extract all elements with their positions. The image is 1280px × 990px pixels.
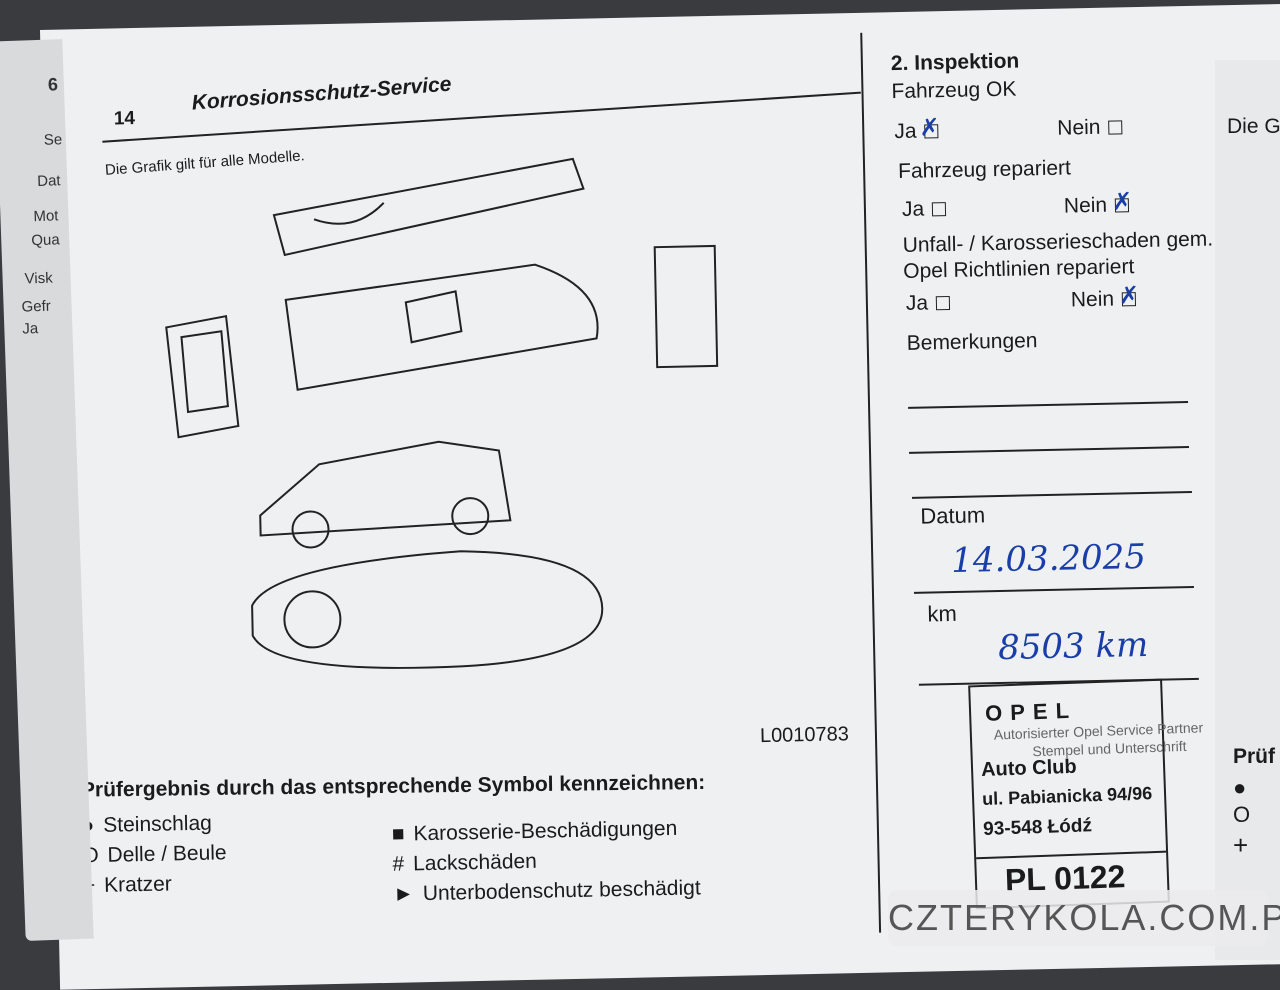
check-mark-icon: ✗ [1118, 282, 1140, 310]
car-wheel [291, 510, 330, 549]
car-roof-view [272, 157, 585, 257]
stamp-divider [976, 850, 1167, 860]
legend-label: Lackschäden [412, 849, 538, 876]
date-value[interactable]: 14.03.2025 [950, 536, 1147, 582]
remarks-line [909, 446, 1189, 454]
stamp-city: 93-548 Łódź [982, 815, 1093, 841]
legend-title: Prüfergebnis durch das entsprechende Sym… [80, 770, 706, 802]
q2-yes-checkbox[interactable] [932, 202, 947, 217]
column-divider [860, 32, 882, 933]
q2-yes-label: Ja [901, 197, 925, 221]
km-label: km [927, 600, 958, 627]
stamp-street: ul. Pabianicka 94/96 [981, 783, 1153, 810]
remarks-label: Bemerkungen [906, 329, 1038, 355]
left-page-number: 6 [47, 74, 59, 95]
legend-label: Unterbodenschutz beschädigt [422, 876, 701, 906]
car-rear-view [653, 244, 719, 369]
right-symbol: + [1233, 830, 1249, 860]
left-fragment: Gefr [21, 297, 52, 316]
left-fragment: Qua [30, 231, 60, 250]
q1-no-checkbox[interactable] [1108, 120, 1123, 136]
stamp-name: Auto Club [980, 755, 1077, 782]
left-fragment: Dat [36, 172, 61, 191]
service-page: 14 Korrosionsschutz-Service Die Grafik g… [40, 3, 1280, 990]
spare-wheel-well [283, 590, 342, 649]
q3-no-checkbox[interactable]: ✗ [1119, 282, 1140, 309]
left-fragment: Ja [22, 320, 39, 338]
right-fragment: Prüf [1233, 745, 1275, 768]
date-line [913, 585, 1194, 594]
remarks-line [911, 490, 1192, 499]
q3-yes-label: Ja [905, 291, 929, 315]
q2-label: Fahrzeug repariert [897, 156, 1072, 184]
dealer-stamp: OPEL Autorisierter Opel Service Partner … [968, 678, 1203, 910]
legend-label: Kratzer [103, 872, 172, 897]
left-fragment: Visk [24, 269, 53, 288]
date-label: Datum [920, 502, 986, 529]
right-symbol: ● [1233, 775, 1247, 800]
q3-no-label: Nein [1070, 287, 1115, 312]
watermark: CZTERYKOLA.COM.PL [888, 890, 1280, 946]
q3-yes-checkbox[interactable] [935, 296, 951, 311]
q3-label: Unfall- / Karosserieschaden gem. [902, 227, 1214, 257]
page-title: Korrosionsschutz-Service [190, 72, 453, 115]
q1-no-label: Nein [1057, 115, 1101, 140]
stamp-brand: OPEL [984, 697, 1078, 726]
left-fragment: Mot [33, 207, 59, 226]
right-symbol: O [1233, 802, 1251, 827]
legend-label: Delle / Beule [107, 841, 227, 867]
legend-symbol: ► [392, 882, 415, 906]
q1-label: Fahrzeug OK [891, 77, 1017, 104]
car-side-view [259, 440, 512, 537]
legend: ● Steinschlag O Delle / Beule + Kratzer … [40, 4, 1280, 906]
right-underlying-page: Die G Prüf ● O + [1215, 60, 1280, 960]
remarks-line [908, 401, 1189, 409]
left-fragment: Se [43, 131, 63, 149]
q2-no-label: Nein [1063, 193, 1108, 218]
q1-yes-checkbox[interactable]: ✗ [919, 115, 940, 142]
check-mark-icon: ✗ [1111, 188, 1133, 217]
legend-symbol: # [392, 852, 405, 876]
car-front-view [165, 314, 240, 439]
car-underbody-view [251, 550, 604, 669]
legend-label: Steinschlag [103, 811, 213, 837]
inspection-form: 2. Inspektion Fahrzeug OK Ja✗ Nein Fahrz… [40, 4, 1280, 686]
q3-label: Opel Richtlinien repariert [903, 255, 1135, 283]
inspection-title: 2. Inspektion [890, 49, 1020, 76]
figure-code: L0010783 [759, 723, 850, 748]
page-number: 14 [113, 108, 136, 130]
car-diagram [165, 157, 719, 669]
car-top-view [284, 263, 599, 391]
km-value[interactable]: 8503 km [997, 624, 1149, 669]
q1-yes-label: Ja [894, 119, 917, 144]
right-fragment: Die G [1227, 115, 1280, 138]
legend-label: Karosserie-Beschädigungen [413, 816, 678, 846]
car-wheel [451, 497, 490, 536]
legend-symbol: ■ [391, 822, 405, 846]
q2-no-checkbox[interactable]: ✗ [1112, 189, 1133, 216]
check-mark-icon: ✗ [919, 114, 940, 143]
